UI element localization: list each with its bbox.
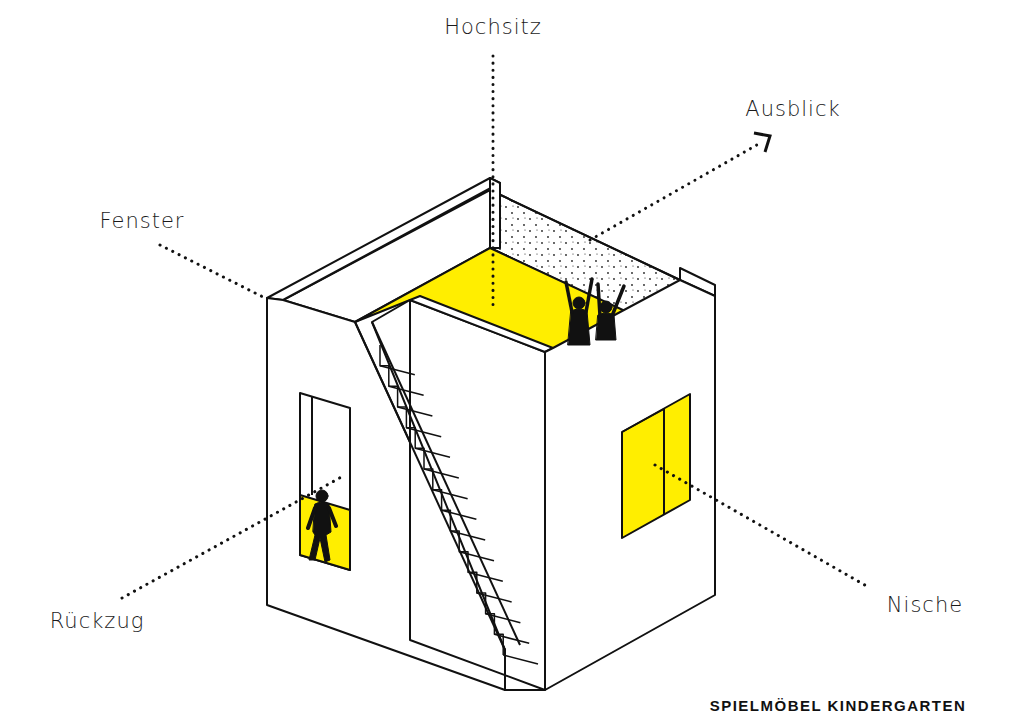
leader-line: [160, 245, 265, 298]
door-inner-edge: [311, 397, 313, 495]
niche-inner-edge: [663, 409, 665, 515]
right-wall-face: [545, 280, 715, 690]
front-wall-top: [410, 296, 553, 352]
callout-label: Fenster: [98, 209, 187, 234]
stair-edge: [355, 322, 505, 650]
niche-back-edge: [622, 409, 664, 432]
back-right-wall-cap: [490, 178, 500, 248]
stair-tread: [380, 366, 415, 375]
stair-tread: [415, 448, 450, 457]
stair-tread: [450, 531, 485, 540]
door-floor: [300, 495, 350, 570]
leader-line: [655, 465, 870, 588]
callout-label: Hochsitz: [442, 15, 544, 40]
stair-tread: [503, 655, 538, 664]
door-opening: [300, 393, 350, 570]
leader-line: [122, 475, 345, 598]
callout-label: Ausblick: [743, 97, 842, 122]
stair-tread: [406, 428, 441, 437]
stair-tread: [477, 593, 512, 602]
stair-tread: [389, 386, 424, 395]
back-left-wall-top: [267, 178, 500, 300]
callout-label: Nische: [885, 593, 965, 618]
stair-riser: [380, 345, 503, 655]
arrow-head: [754, 133, 770, 152]
leader-line: [492, 56, 495, 305]
stair-steps: [380, 345, 538, 664]
callout-label: Rückzug: [48, 609, 147, 634]
children-silhouettes: [308, 279, 624, 562]
stair-tread: [494, 634, 529, 643]
stair-edge-inner: [372, 322, 520, 645]
stair-tread: [459, 552, 494, 561]
stair-tread: [468, 572, 503, 581]
stair-tread: [442, 510, 477, 519]
caption: SPIELMÖBEL KINDERGARTEN: [710, 697, 967, 715]
stair-tread: [433, 490, 468, 499]
stair-slot: [372, 300, 545, 690]
stair-tread: [424, 469, 459, 478]
leader-line: [590, 142, 762, 240]
front-corner-edge: [544, 352, 546, 690]
stair-tread: [486, 614, 521, 623]
stair-tread: [398, 407, 433, 416]
